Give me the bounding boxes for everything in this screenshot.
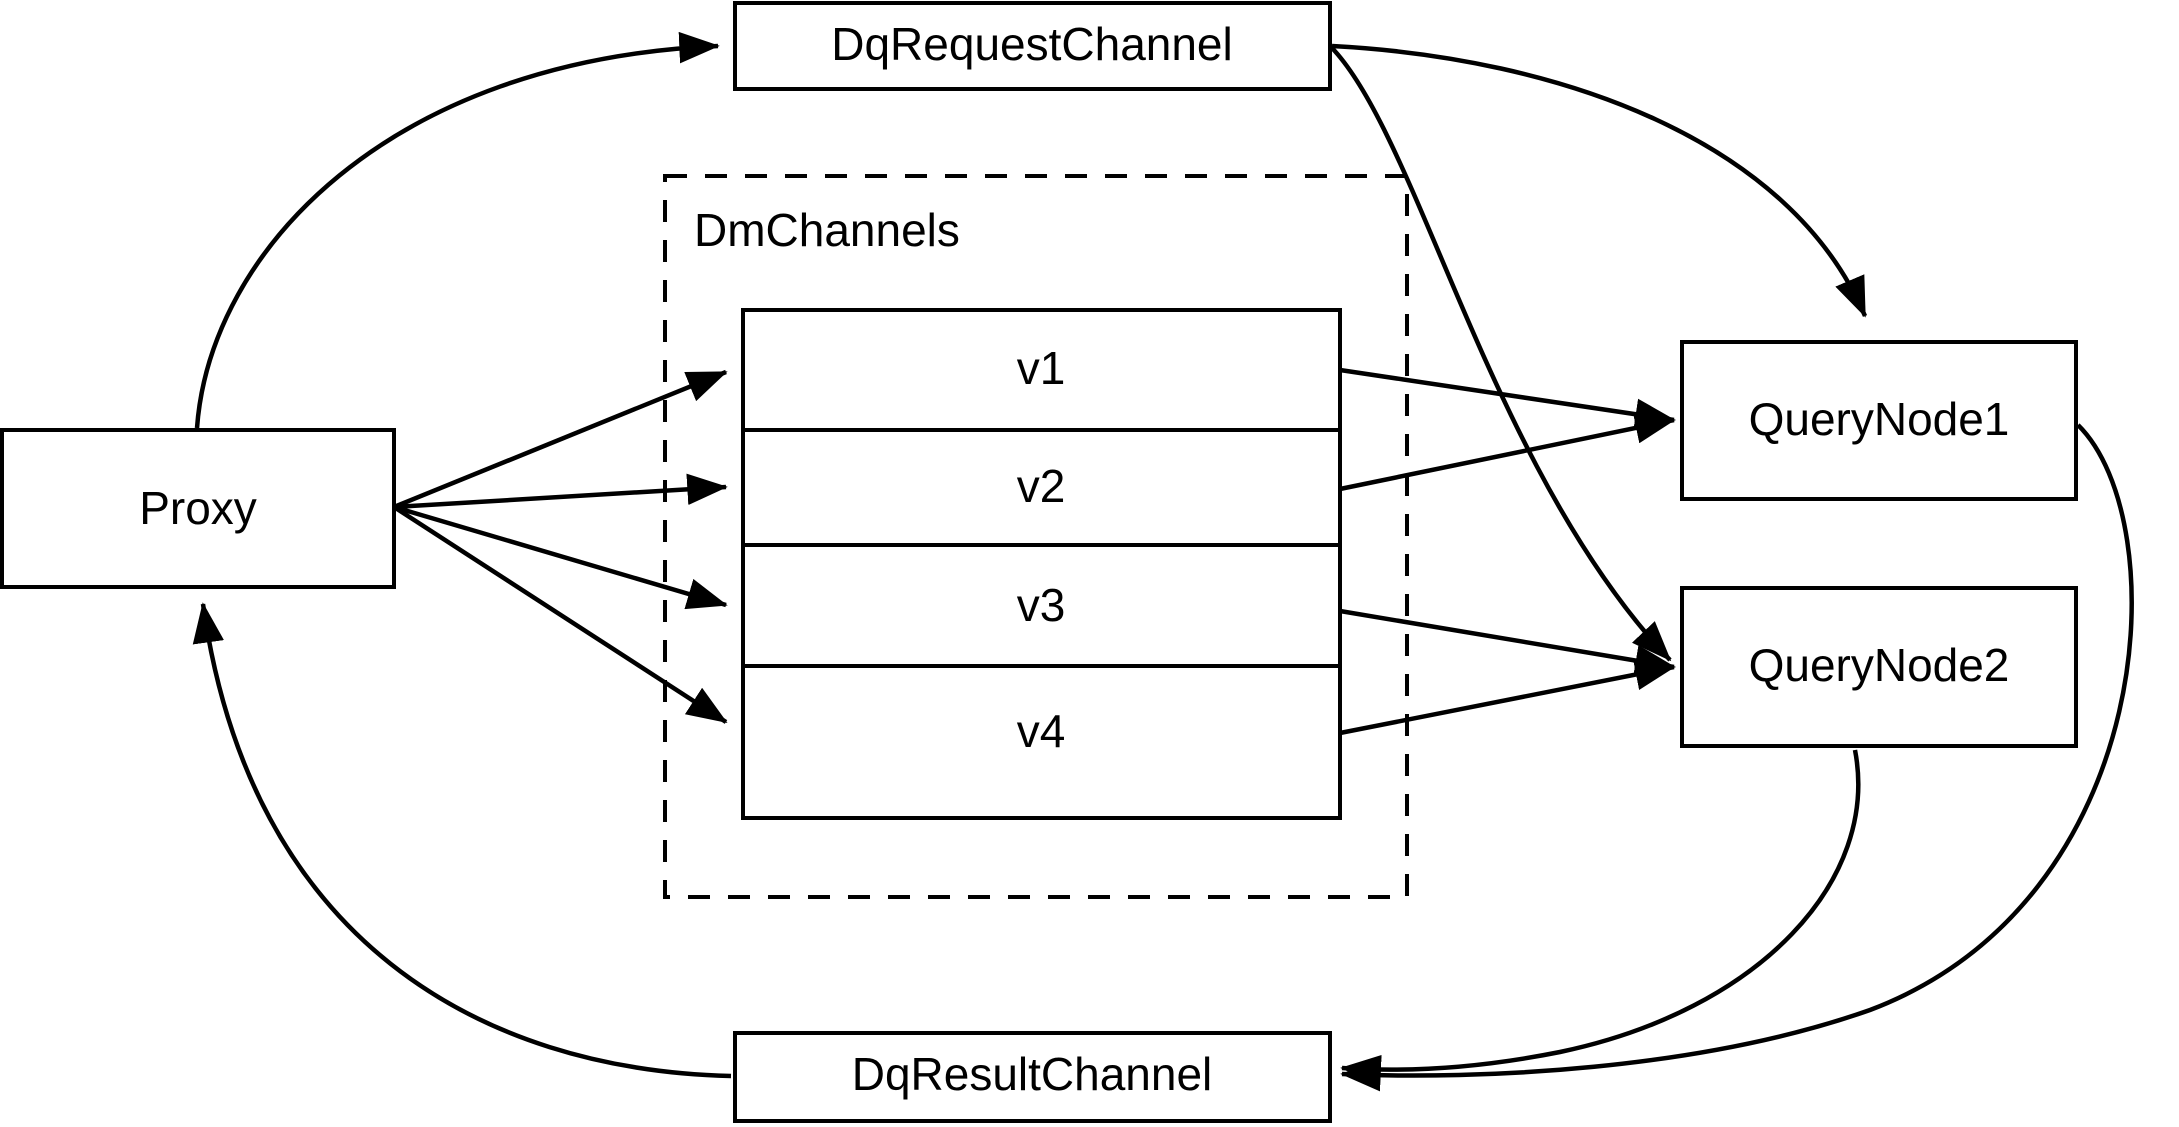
node-dq-result-channel[interactable] <box>733 1031 1332 1123</box>
edge-proxy-to-dqrequestchannel <box>194 31 720 429</box>
node-query-node-2[interactable] <box>1680 586 2078 748</box>
node-query-node-2-label: QueryNode2 <box>1749 639 2010 691</box>
edge-v1-to-querynode1 <box>1339 367 1676 430</box>
edge-proxy-to-v2 <box>393 473 728 510</box>
dm-channel-label-v4: v4 <box>1017 705 1066 757</box>
dm-channels-group-label: DmChannels <box>694 204 960 256</box>
dm-channel-label-v1: v1 <box>1017 342 1066 394</box>
node-dq-request-channel[interactable] <box>733 1 1332 91</box>
dm-channels-group-box <box>663 174 1409 899</box>
edge-proxy-to-v4 <box>392 505 728 724</box>
node-query-node-1[interactable] <box>1680 340 2078 501</box>
node-dq-result-channel-label: DqResultChannel <box>852 1048 1213 1100</box>
edge-v4-to-querynode2 <box>1339 659 1676 736</box>
node-proxy[interactable] <box>0 428 396 589</box>
edge-dqresultchannel-to-proxy <box>192 602 732 1079</box>
dm-channel-stack <box>741 308 1342 820</box>
edge-dqrequestchannel-to-querynode2 <box>1330 46 1672 662</box>
edge-proxy-to-v1 <box>393 369 728 510</box>
edge-querynode2-to-dqresultchannel <box>1340 749 1861 1087</box>
edge-querynode1-to-dqresultchannel <box>1340 423 2134 1092</box>
edge-dqrequestchannel-to-querynode1 <box>1331 43 1868 318</box>
edge-v3-to-querynode2 <box>1339 608 1676 677</box>
edge-v2-to-querynode1 <box>1339 412 1676 492</box>
node-dq-request-channel-label: DqRequestChannel <box>831 18 1233 70</box>
edge-proxy-to-v3 <box>393 504 728 610</box>
dm-channel-label-v2: v2 <box>1017 460 1066 512</box>
dm-channel-label-v3: v3 <box>1017 579 1066 631</box>
node-proxy-label: Proxy <box>139 482 257 534</box>
node-query-node-1-label: QueryNode1 <box>1749 393 2010 445</box>
